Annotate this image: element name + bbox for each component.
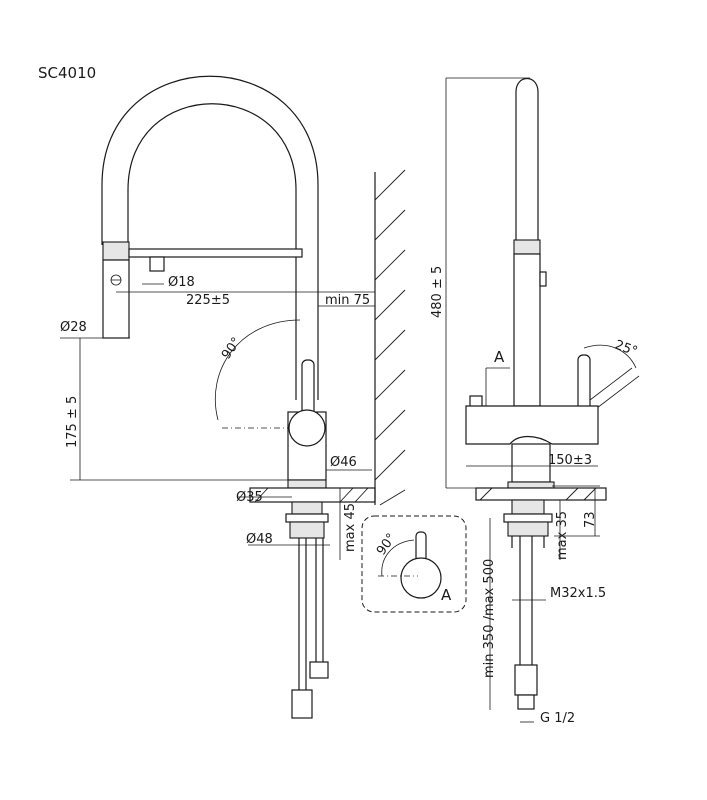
hose-fitting-left	[291, 689, 313, 719]
label-h73: 73	[583, 511, 598, 528]
label-g12: G 1/2	[540, 711, 575, 726]
spout-outer-arc	[101, 75, 319, 400]
label-max35: max 35	[555, 511, 570, 560]
spout-inner-arc	[127, 103, 297, 400]
label-h480: 480 ± 5	[430, 266, 445, 318]
base-ring	[287, 479, 327, 489]
label-hose: min 350 /max 500	[482, 559, 497, 678]
right-lever	[577, 354, 591, 414]
right-hose-end	[517, 694, 535, 710]
hose-fitting-right	[309, 661, 329, 679]
angle-arc-90	[214, 319, 301, 421]
spray-head	[102, 259, 130, 339]
spout-lower	[513, 253, 541, 407]
right-hose-fitting	[514, 664, 538, 696]
wall-hatching	[374, 169, 406, 506]
label-d48: Ø48	[246, 532, 273, 547]
angle-arc-25	[583, 344, 637, 369]
right-washer	[503, 513, 553, 523]
lock-nut	[289, 521, 325, 539]
left-side-view: Ø18 225±5 min 75 Ø28 90° 175 ± 5 Ø46 Ø35…	[60, 75, 406, 719]
countertop	[249, 487, 376, 503]
spout-collar	[513, 239, 541, 255]
spout-button	[539, 271, 547, 287]
spout-tube	[515, 77, 539, 240]
right-front-view: 480 ± 5 A 25° 150±3 73 max 35 M32x1.5 mi…	[430, 77, 640, 726]
label-w150: 150±3	[548, 453, 592, 468]
section-marker-a: A	[494, 348, 505, 366]
label-d46: Ø46	[330, 455, 357, 470]
label-reach: 225±5	[186, 293, 230, 308]
body-cylinder	[288, 409, 326, 447]
spray-head-collar	[102, 241, 130, 261]
mount-nut	[291, 501, 323, 515]
label-h175: 175 ± 5	[65, 396, 80, 448]
label-min75: min 75	[325, 293, 370, 308]
label-angle90: 90°	[219, 335, 245, 362]
washer	[285, 513, 329, 523]
label-thread: M32x1.5	[550, 586, 606, 601]
right-lock-nut	[507, 521, 549, 537]
label-d28: Ø28	[60, 320, 87, 335]
detail-a: 90° A	[361, 515, 467, 613]
right-base-ring	[507, 481, 555, 489]
body-stem	[511, 443, 551, 483]
holder-clip	[149, 256, 165, 272]
label-angle25: 25°	[613, 338, 640, 360]
drawing-title: SC4010	[38, 64, 96, 82]
holder-arm	[128, 248, 303, 258]
detail-angle90: 90°	[374, 531, 400, 558]
right-countertop	[475, 487, 607, 501]
label-d35: Ø35	[236, 490, 263, 505]
label-max45: max 45	[343, 503, 358, 552]
detail-body	[400, 557, 442, 599]
detail-a-frame	[361, 515, 467, 613]
detail-label-a: A	[441, 586, 452, 604]
body-crossbar	[465, 405, 599, 445]
right-mount-nut	[511, 499, 545, 515]
label-d18: Ø18	[168, 275, 195, 290]
